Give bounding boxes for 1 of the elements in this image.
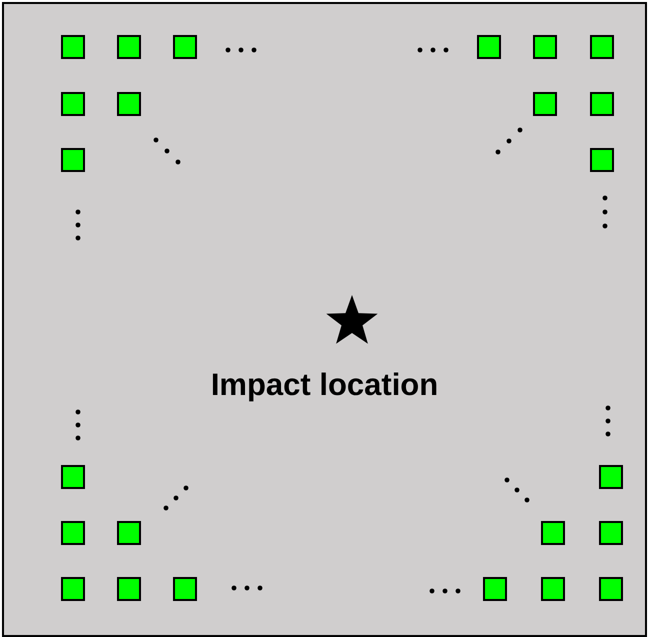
impact-label: Impact location: [210, 367, 438, 402]
